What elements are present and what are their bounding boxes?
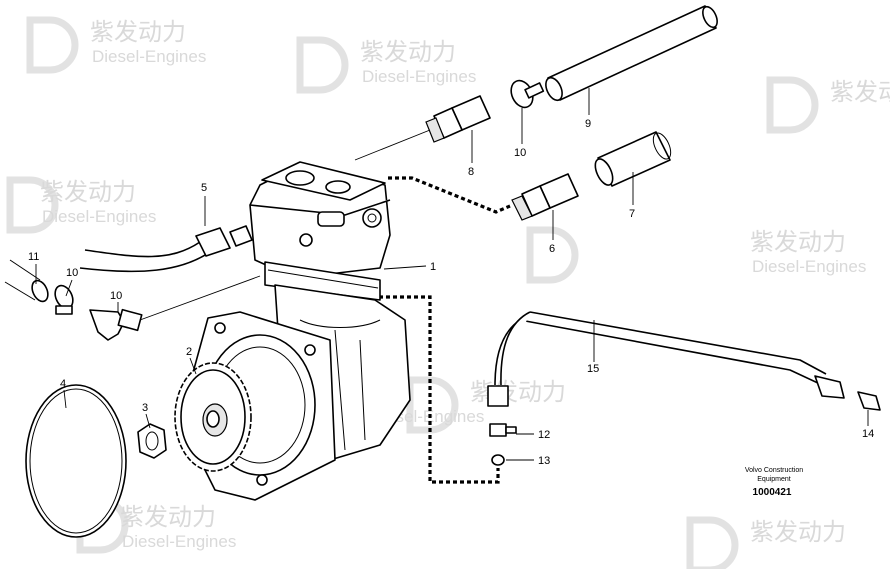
- union-fitting-8: [425, 95, 491, 143]
- svg-text:Diesel-Engines: Diesel-Engines: [92, 47, 206, 66]
- leader-lines: [35, 88, 869, 461]
- nut-3: [137, 423, 167, 459]
- watermark-5: 紫发动力 Diesel-Engines: [526, 226, 866, 284]
- watermark-2: 紫发动力 Diesel-Engines: [296, 36, 476, 94]
- routing-line-lower: [372, 295, 500, 484]
- callout-5: 5: [201, 182, 207, 194]
- watermark-layer: 紫发动力 Diesel-Engines 紫发动力 Diesel-Engines …: [6, 16, 890, 569]
- callout-4: 4: [60, 378, 66, 390]
- svg-text:紫发动力: 紫发动力: [750, 519, 846, 546]
- union-fitting-6: [511, 173, 579, 221]
- washer-14: [491, 454, 505, 466]
- callout-9: 9: [585, 118, 591, 130]
- svg-text:紫发动力: 紫发动力: [360, 39, 456, 66]
- callout-8: 8: [468, 166, 474, 178]
- watermark-4: 紫发动力 Diesel-Engines: [6, 176, 156, 234]
- svg-text:Diesel-Engines: Diesel-Engines: [122, 532, 236, 551]
- callout-1: 1: [430, 261, 436, 273]
- svg-text:Diesel-Engines: Diesel-Engines: [42, 207, 156, 226]
- svg-text:紫发动力: 紫发动力: [470, 379, 566, 406]
- hose-clamp-10-lower: [54, 284, 74, 315]
- watermark-1: 紫发动力 Diesel-Engines: [26, 16, 206, 74]
- pipe-12: [4, 259, 49, 303]
- hose-section-9: [545, 5, 718, 102]
- hose-16: [487, 311, 845, 407]
- svg-text:紫发动力: 紫发动力: [750, 229, 846, 256]
- callout-labels: 9 10 8 7 6 5 1 11 10 10 2 3 4 15 12 13 1…: [28, 118, 874, 467]
- hose-section-7: [594, 131, 672, 187]
- watermark-8: 紫发动力: [686, 516, 846, 569]
- callout-7: 7: [629, 208, 635, 220]
- fitting-15: [857, 391, 881, 411]
- callout-6: 6: [549, 243, 555, 255]
- hose-5: [79, 225, 253, 273]
- callout-11: 10: [110, 290, 122, 302]
- callout-10-lower: 10: [66, 267, 78, 279]
- brand-label: Volvo Construction Equipment: [744, 467, 804, 483]
- svg-text:紫发动力: 紫发动力: [90, 19, 186, 46]
- svg-text:紫发动力: 紫发动力: [120, 504, 216, 531]
- callout-16: 15: [587, 363, 599, 375]
- routing-line-upper: [388, 176, 511, 214]
- svg-text:Diesel-Engines: Diesel-Engines: [362, 67, 476, 86]
- callout-13: 12: [538, 429, 550, 441]
- elbow-fitting-11: [89, 308, 143, 341]
- callout-15: 14: [862, 428, 874, 440]
- drawing-number: 1000421: [752, 487, 792, 498]
- callout-10-upper: 10: [514, 147, 526, 159]
- adapter-13: [489, 423, 517, 437]
- o-ring-4: [25, 384, 127, 538]
- svg-text:紫发动力: 紫发动力: [830, 79, 890, 106]
- svg-text:Diesel-Engines: Diesel-Engines: [752, 257, 866, 276]
- callout-14: 13: [538, 455, 550, 467]
- hose-clamp-10-upper: [510, 79, 545, 109]
- svg-text:紫发动力: 紫发动力: [40, 179, 136, 206]
- callout-3: 3: [142, 402, 148, 414]
- drive-gear-2: [174, 362, 252, 472]
- watermark-3: 紫发动力: [766, 76, 890, 134]
- callout-2: 2: [186, 346, 192, 358]
- callout-12: 11: [28, 251, 39, 263]
